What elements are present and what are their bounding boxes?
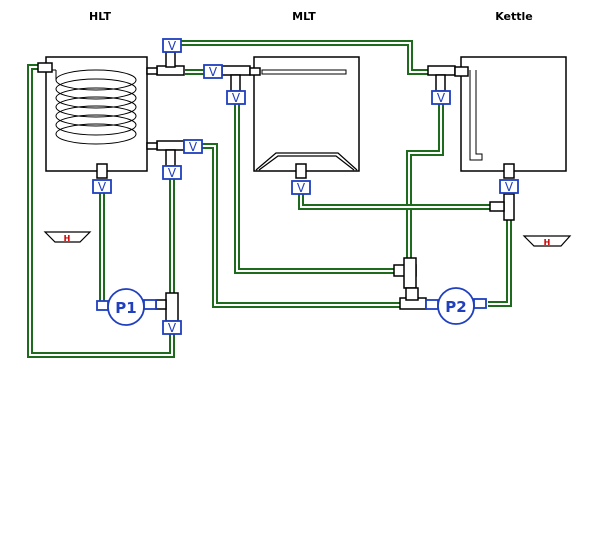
mlt-vessel: MLT xyxy=(253,10,360,172)
valve-p1-outlet[interactable]: V xyxy=(162,320,182,335)
valve-kettle-inlet[interactable]: V xyxy=(431,90,451,105)
mlt-false-bottom xyxy=(255,152,358,171)
valve-kettle-bottom[interactable]: V xyxy=(499,179,519,194)
valve-mlt-inlet[interactable]: V xyxy=(203,64,223,79)
valve-hlt-top[interactable]: V xyxy=(162,38,182,53)
tube-kettle-valve-to-p2 xyxy=(406,104,444,260)
valve-label: V xyxy=(505,180,514,194)
port-mlt-bottom xyxy=(295,163,307,179)
tube-mlt-bottom-to-kettle-tee xyxy=(298,194,492,210)
hlt-title: HLT xyxy=(89,10,111,23)
hlt-vessel: HLT xyxy=(45,10,148,172)
valve-label: V xyxy=(168,321,177,335)
tube-kettle-tee-to-p2-out xyxy=(488,218,512,307)
tube-mlt-valve-to-p2 xyxy=(234,104,396,274)
pump-p2-outlet xyxy=(473,298,487,309)
tee-p1-outlet xyxy=(155,292,179,322)
pump-p1-outlet xyxy=(143,299,157,310)
valve-mlt-drain[interactable]: V xyxy=(226,90,246,105)
pump-p1[interactable]: P1 xyxy=(96,288,157,326)
kettle-dip-tube xyxy=(469,70,483,161)
tee-p2-upper xyxy=(393,257,417,289)
valves: V V V V V V V V xyxy=(92,38,519,335)
valve-label: V xyxy=(437,91,446,105)
port-kettle-bottom xyxy=(503,163,515,179)
valve-label: V xyxy=(297,181,306,195)
pump-p1-inlet xyxy=(96,300,109,311)
hlt-heater: H xyxy=(43,231,92,243)
valve-label: V xyxy=(168,39,177,53)
valve-hlt-bottom[interactable]: V xyxy=(92,179,112,194)
valve-label: V xyxy=(168,166,177,180)
tubing xyxy=(27,40,512,358)
mlt-sparge-arm xyxy=(261,69,347,75)
valve-mlt-bottom[interactable]: V xyxy=(291,180,311,195)
fittings xyxy=(37,51,515,322)
port-hlt-recirc xyxy=(37,62,53,73)
valve-label: V xyxy=(232,91,241,105)
tube-p1-return-loop xyxy=(27,64,175,358)
pump-p2-inlet xyxy=(425,299,439,310)
pump-p2[interactable]: P2 xyxy=(425,287,487,325)
tube-hlt-side-to-p2 xyxy=(202,143,400,308)
heating-coil xyxy=(50,69,137,145)
kettle-heater: H xyxy=(522,235,572,247)
port-hlt-bottom xyxy=(96,163,108,179)
tee-kettle-outlet xyxy=(489,193,515,221)
valve-label: V xyxy=(209,65,218,79)
valve-label: V xyxy=(98,180,107,194)
kettle-heater-label: H xyxy=(544,238,551,247)
tee-hlt-side xyxy=(146,140,185,167)
valve-hlt-side[interactable]: V xyxy=(183,139,203,154)
valve-label: V xyxy=(189,140,198,154)
tube-hlt-top-to-kettle xyxy=(180,40,430,75)
pump-p2-label: P2 xyxy=(445,298,466,316)
hlt-heater-label: H xyxy=(64,234,71,243)
kettle-vessel: Kettle xyxy=(460,10,567,172)
pump-p1-label: P1 xyxy=(115,299,136,317)
valve-hlt-side-down[interactable]: V xyxy=(162,165,182,180)
tee-hlt-top xyxy=(146,51,185,76)
kettle-title: Kettle xyxy=(495,10,533,23)
tee-p2-lower xyxy=(399,287,427,310)
mlt-title: MLT xyxy=(292,10,316,23)
